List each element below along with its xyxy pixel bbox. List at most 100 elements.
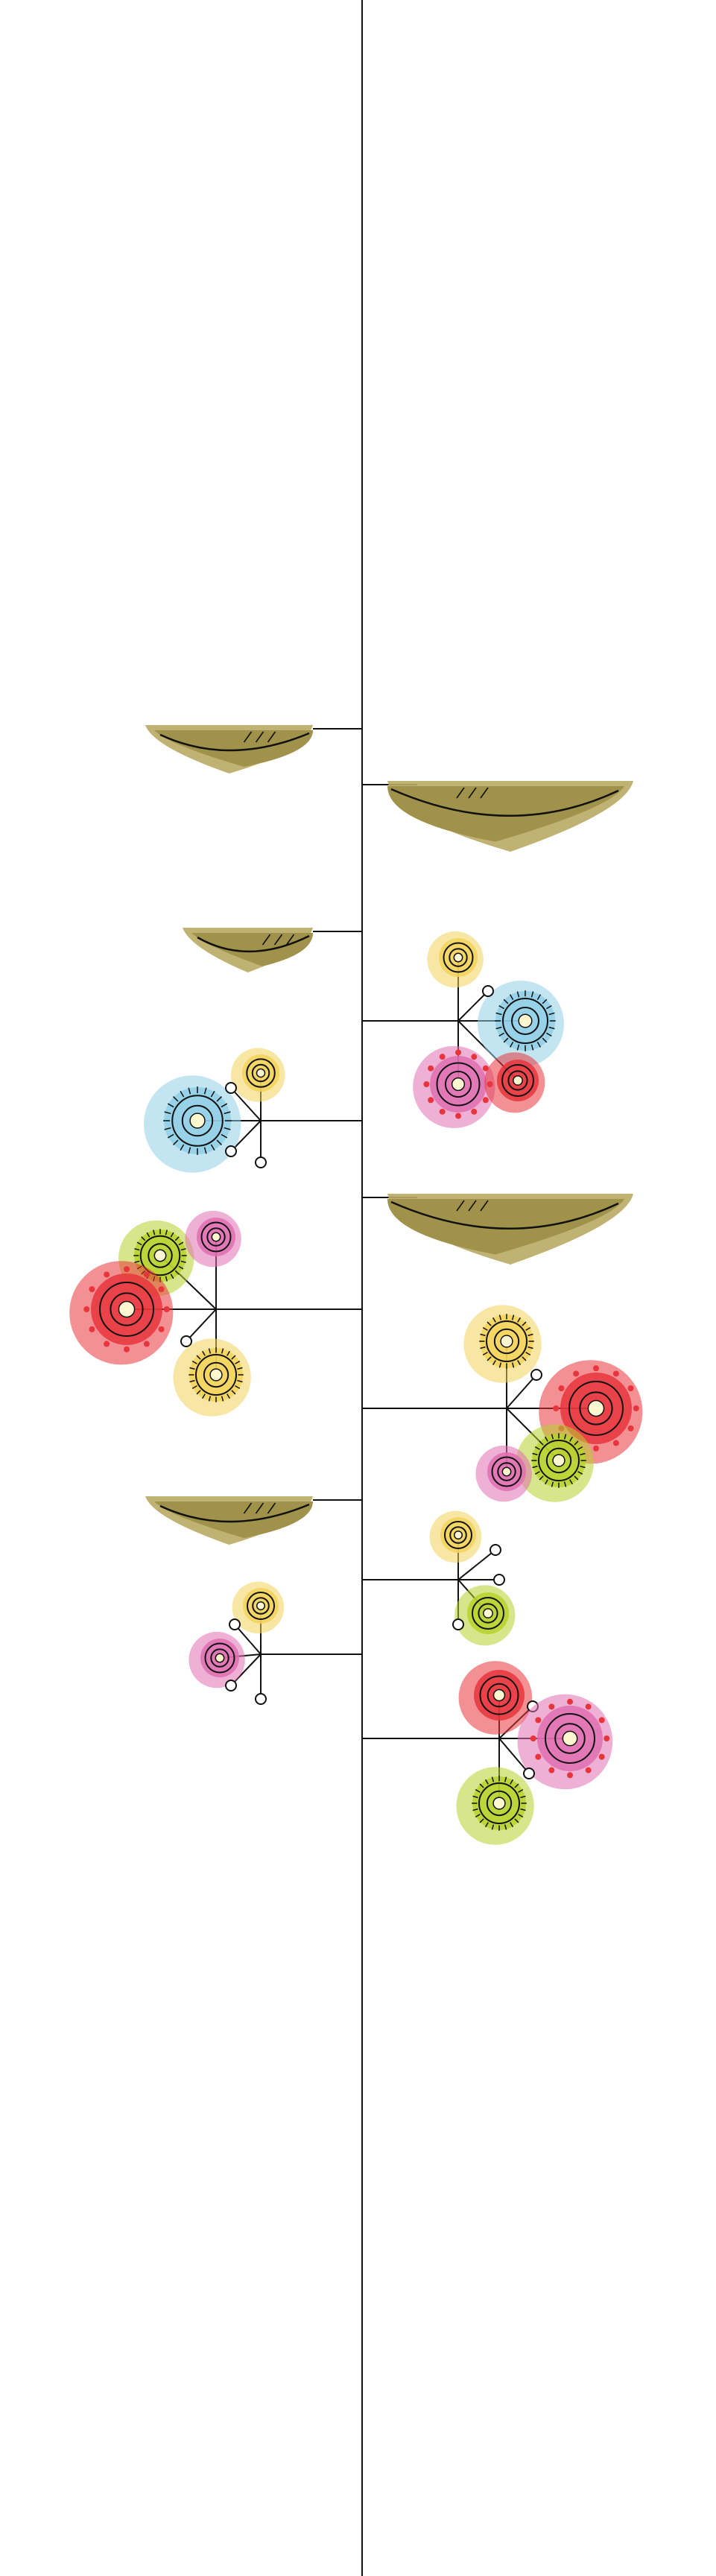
- flower-plain: [188, 1631, 245, 1689]
- flower-center: [501, 1466, 512, 1477]
- leaf-hatch: [456, 1200, 465, 1212]
- flower-ray: [503, 1037, 509, 1043]
- flower-ray: [517, 1360, 522, 1366]
- flower-ray: [170, 1232, 174, 1238]
- flower-center: [492, 1797, 506, 1810]
- flower-ring-inner: [545, 1447, 572, 1474]
- flower-dot: [143, 1271, 150, 1278]
- flower-ray: [492, 1317, 496, 1323]
- flower-dot: [598, 1753, 605, 1760]
- flower-ray: [226, 1393, 231, 1399]
- flower-dot: [567, 1698, 573, 1705]
- flower-ring: [568, 1381, 624, 1436]
- flower-ray: [167, 1133, 174, 1139]
- flower-bud: [255, 1156, 267, 1168]
- leaf-hatch: [468, 787, 477, 799]
- flower-ray: [539, 1440, 544, 1446]
- flower-ray: [542, 999, 548, 1004]
- flower-bud: [490, 1544, 501, 1556]
- flower-ray: [479, 1783, 484, 1788]
- flower-bud: [523, 1768, 535, 1779]
- flower-dots: [69, 1261, 174, 1365]
- flower-ray: [498, 1032, 504, 1037]
- leaf-hatch: [255, 1502, 264, 1514]
- flower-dot: [548, 1767, 555, 1773]
- flower-ray: [514, 1818, 519, 1823]
- leaf-vein: [159, 732, 310, 752]
- flower-ray: [210, 1144, 215, 1151]
- flower-ray: [224, 1111, 231, 1115]
- flower-ring: [139, 1235, 181, 1276]
- leaves-group: [145, 725, 633, 1545]
- flower-ring: [247, 1592, 275, 1620]
- flower-ring-inner: [251, 1063, 270, 1083]
- flower-ray: [482, 1326, 488, 1331]
- flower-dot: [593, 1365, 599, 1372]
- flower-ray: [141, 1236, 146, 1241]
- leaf-4: [362, 1194, 633, 1265]
- flower-ray: [546, 1004, 552, 1010]
- flower-ray: [134, 1260, 140, 1263]
- leaf-blade-dark: [191, 933, 313, 966]
- flower-ring-inner: [252, 1597, 270, 1615]
- flower-plain: [458, 1661, 533, 1735]
- flower-dot: [598, 1717, 605, 1724]
- flower-ring: [478, 1782, 520, 1824]
- flower-dots: [413, 1045, 495, 1128]
- flower-dot: [553, 1405, 560, 1411]
- flower-ray: [472, 1808, 478, 1811]
- leaf-vein: [159, 1503, 310, 1523]
- flower-ray: [237, 1379, 243, 1383]
- flower-ray: [516, 1044, 520, 1051]
- flower-dot: [593, 1445, 599, 1452]
- leaf-5: [145, 1496, 362, 1545]
- flower-dot: [573, 1370, 580, 1377]
- flower-ray: [475, 1814, 481, 1818]
- flower-plain: [427, 931, 484, 988]
- flower-ring: [486, 1320, 528, 1362]
- flower-plain: [429, 1510, 482, 1563]
- flower-ray: [201, 1393, 206, 1399]
- flower-center: [483, 1608, 493, 1618]
- flower-ring-inner: [478, 1603, 498, 1624]
- flower-center: [153, 1249, 167, 1262]
- flower-ray: [173, 1139, 179, 1145]
- flower-ring: [200, 1221, 232, 1253]
- flower-ray: [180, 1248, 186, 1251]
- flower-dot: [124, 1346, 130, 1352]
- flower-bud: [180, 1335, 192, 1347]
- flower-dot: [158, 1326, 165, 1332]
- leaf-vein: [390, 1200, 619, 1230]
- leaf-blade-dark: [387, 1199, 624, 1255]
- flower-ray: [492, 1360, 496, 1366]
- flower-ray: [472, 1795, 478, 1799]
- flower-cluster-1: [362, 931, 564, 1128]
- flower-ray: [484, 1822, 489, 1828]
- leaf-2: [362, 781, 633, 852]
- leaf-hatch: [456, 787, 465, 799]
- leaf-vein: [197, 934, 310, 953]
- flower-ray: [191, 1360, 197, 1364]
- flower-ray: [580, 1452, 586, 1456]
- leaf-blade-dark: [154, 1501, 313, 1538]
- flower-ring: [443, 942, 474, 973]
- leaf-hatch: [273, 934, 283, 946]
- flower-ray: [216, 1096, 222, 1102]
- flower-ray: [522, 1321, 527, 1326]
- flower-bud: [530, 1369, 542, 1381]
- flower-ray: [208, 1348, 212, 1354]
- flower-ray: [491, 1776, 495, 1782]
- flower-burst: [173, 1338, 251, 1417]
- cluster-branch: [234, 1624, 262, 1655]
- flower-dot: [612, 1370, 619, 1377]
- leaf-hatch: [480, 1200, 489, 1212]
- flower-ring: [195, 1354, 237, 1396]
- leaf-hatch: [285, 934, 295, 946]
- flower-center: [552, 1454, 565, 1467]
- flower-ring: [99, 1282, 154, 1337]
- flower-ring-inner: [206, 1227, 226, 1247]
- flower-dot: [627, 1385, 634, 1392]
- flower-ray: [504, 1824, 507, 1830]
- flower-ray: [221, 1133, 228, 1139]
